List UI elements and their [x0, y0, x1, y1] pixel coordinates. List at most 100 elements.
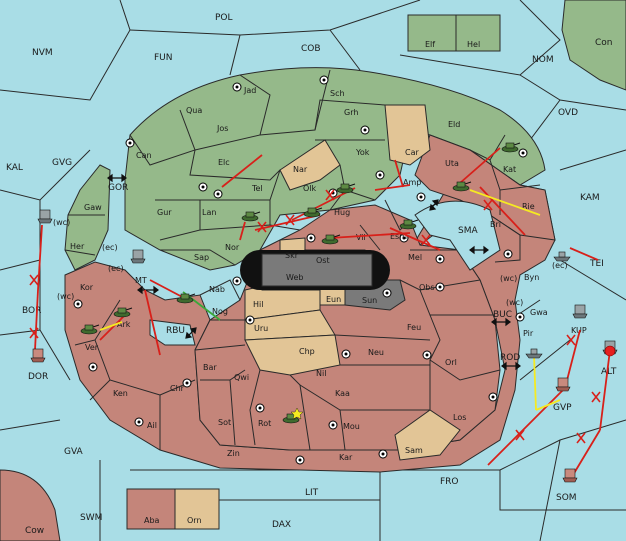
province-car[interactable] — [384, 104, 431, 166]
label-alt: ALT — [601, 367, 617, 377]
fail-x — [591, 391, 601, 403]
label-lan: Lan — [202, 208, 216, 217]
unit-army-green[interactable] — [282, 407, 304, 424]
label-pol: POL — [215, 13, 233, 23]
label-yok: Yok — [355, 148, 370, 157]
label-cob: COB — [301, 44, 321, 54]
label-sma: SMA — [458, 226, 478, 236]
sc-amp — [416, 192, 426, 202]
label-uta: Uta — [445, 159, 459, 168]
province-sam[interactable] — [394, 409, 461, 461]
label-sap: Sap — [194, 253, 209, 262]
province-orn[interactable] — [174, 488, 220, 530]
coast-tag: (ec) — [108, 264, 124, 273]
label-web: Web — [286, 273, 303, 282]
label-kat: Kat — [503, 165, 516, 174]
label-cow: Cow — [25, 526, 44, 536]
sc-bar — [182, 378, 192, 388]
sc-sch — [319, 75, 329, 85]
sea-sma[interactable] — [414, 200, 501, 271]
province-chp[interactable] — [244, 334, 341, 376]
unit-fleet-grey[interactable] — [553, 251, 571, 262]
sc-los — [488, 392, 498, 402]
sea-rbu[interactable] — [149, 319, 196, 346]
sc-jad — [232, 82, 242, 92]
label-qua: Qua — [186, 106, 202, 115]
unit-army-green[interactable] — [80, 324, 100, 335]
label-amp: Amp — [403, 178, 421, 187]
unit-army-green[interactable] — [113, 307, 133, 318]
sc-tel — [198, 182, 208, 192]
unit-army-green[interactable] — [336, 183, 356, 194]
canal-arrows — [107, 173, 521, 371]
sc-kor — [73, 299, 83, 309]
label-qwi: Qwi — [234, 373, 249, 382]
label-hug: Hug — [334, 208, 350, 217]
unit-fleet-grey[interactable] — [130, 249, 146, 264]
label-bor: BOR — [22, 306, 41, 316]
label-nil: Nil — [316, 369, 326, 378]
label-lit: LIT — [305, 488, 319, 498]
coast-tag: (wc) — [506, 298, 523, 307]
province-nar[interactable] — [279, 139, 341, 191]
fail-x — [257, 221, 267, 233]
unit-fleet-red[interactable] — [30, 348, 46, 363]
label-jad: Jad — [243, 86, 256, 95]
label-mt: MT — [135, 276, 147, 285]
sc-nab — [232, 276, 242, 286]
province-aba[interactable] — [126, 488, 176, 530]
label-orl: Orl — [445, 358, 457, 367]
fail-x — [566, 334, 576, 346]
label-gor: GOR — [108, 183, 128, 193]
unit-army-green[interactable] — [303, 207, 323, 218]
label-sch: Sch — [330, 89, 345, 98]
unit-army-green[interactable] — [241, 211, 261, 222]
sc-yok — [375, 170, 385, 180]
unit-fleet-grey[interactable] — [572, 304, 588, 319]
label-rod: ROD — [500, 353, 520, 363]
coast-tag: (ec) — [552, 261, 568, 270]
unit-army-green[interactable] — [399, 219, 419, 230]
sea-labels: POL NVM FUN COB NOM Con OVD KAL GVG GOR … — [6, 13, 617, 536]
label-ail: Ail — [147, 421, 157, 430]
label-elf: Elf — [425, 40, 435, 49]
label-gvp: GVP — [553, 403, 572, 413]
label-can: Can — [136, 151, 152, 160]
coast-tags: (wc) (ec) (ec) (wc) (wc) (ec) (wc) — [53, 218, 568, 307]
label-gur: Gur — [157, 208, 172, 217]
sc-rot — [255, 403, 265, 413]
label-kar: Kar — [339, 453, 353, 462]
label-dax: DAX — [272, 520, 291, 530]
label-rie: Rie — [522, 202, 535, 211]
label-elc: Elc — [218, 158, 230, 167]
province-con[interactable] — [561, 0, 626, 91]
unit-army-green[interactable] — [321, 234, 341, 245]
province-hel[interactable] — [455, 14, 501, 52]
sc-ver — [88, 362, 98, 372]
unit-army-green[interactable] — [452, 181, 472, 192]
fail-x — [29, 274, 39, 286]
label-gva: GVA — [64, 447, 84, 457]
units — [30, 142, 618, 483]
coast-tag: (wc) — [53, 218, 70, 227]
label-ver: Ver — [85, 343, 99, 352]
unit-fleet-grey[interactable] — [602, 340, 618, 357]
province-cow[interactable] — [0, 469, 61, 541]
label-nvm: NVM — [32, 48, 53, 58]
unit-army-green[interactable] — [176, 293, 196, 304]
label-nor: Nor — [225, 243, 240, 252]
label-grh: Grh — [344, 108, 358, 117]
unit-army-green[interactable] — [501, 142, 521, 153]
label-fun: FUN — [154, 53, 173, 63]
unit-fleet-grey[interactable] — [525, 348, 543, 359]
label-eun: Eun — [326, 295, 341, 304]
sc-mel — [435, 254, 445, 264]
unit-fleet-grey[interactable] — [37, 209, 53, 224]
label-dor: DOR — [28, 372, 48, 382]
label-bar: Bar — [203, 363, 217, 372]
label-sun: Sun — [362, 296, 377, 305]
canal-arrow-gor — [107, 173, 127, 183]
unit-fleet-red[interactable] — [562, 468, 578, 483]
unit-fleet-red[interactable] — [555, 377, 571, 392]
